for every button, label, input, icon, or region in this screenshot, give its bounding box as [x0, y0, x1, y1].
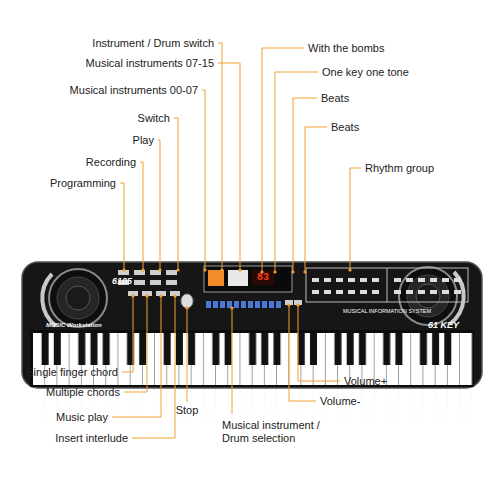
key-bed [30, 330, 474, 387]
callout-label: Musical instruments 00-07 [70, 84, 198, 97]
callout-label: Programming [50, 177, 116, 190]
display-panel [204, 266, 292, 292]
callout-label: Musical instruments 07-15 [86, 57, 214, 70]
display-digits: 83 [257, 272, 269, 284]
callout-label: Beats [321, 92, 349, 105]
callout-label: One key one tone [322, 66, 409, 79]
leader-lines [112, 43, 361, 438]
right-speaker [399, 267, 464, 325]
key-count: 61 KEY [428, 320, 459, 330]
rhythm-panel [306, 268, 468, 302]
callout-label: Music play [56, 411, 108, 424]
model-number: 6105 [112, 276, 132, 286]
callout-label: Play [133, 134, 154, 147]
callout-label: Instrument / Drum switch [92, 37, 214, 50]
stop-button [181, 294, 193, 308]
callout-label: Switch [138, 112, 170, 125]
callout-label: Stop [176, 404, 199, 417]
brand-text: MUSIC Workstation [46, 322, 102, 329]
callout-label: Volume+ [344, 375, 387, 388]
callout-label: Beats [331, 121, 359, 134]
panel-text: MUSICAL INFORMATION SYSTEM [343, 308, 431, 314]
callout-label: With the bombs [308, 42, 384, 55]
callout-label: Single finger chord [26, 366, 118, 379]
callout-label: Rhythm group [365, 162, 434, 175]
leader-dots [122, 268, 351, 309]
callout-label: Insert interlude [55, 432, 128, 445]
callout-label: Musical instrument / Drum selection [222, 419, 334, 444]
callout-label: Volume- [320, 395, 360, 408]
volume-buttons [285, 300, 302, 305]
blue-buttons [206, 301, 281, 308]
black-keys [33, 333, 463, 365]
callout-label: Recording [86, 156, 136, 169]
left-speaker [42, 269, 107, 327]
keyboard-body [22, 262, 482, 388]
rhythm-buttons [312, 278, 461, 294]
callout-label: Multiple chords [46, 386, 120, 399]
